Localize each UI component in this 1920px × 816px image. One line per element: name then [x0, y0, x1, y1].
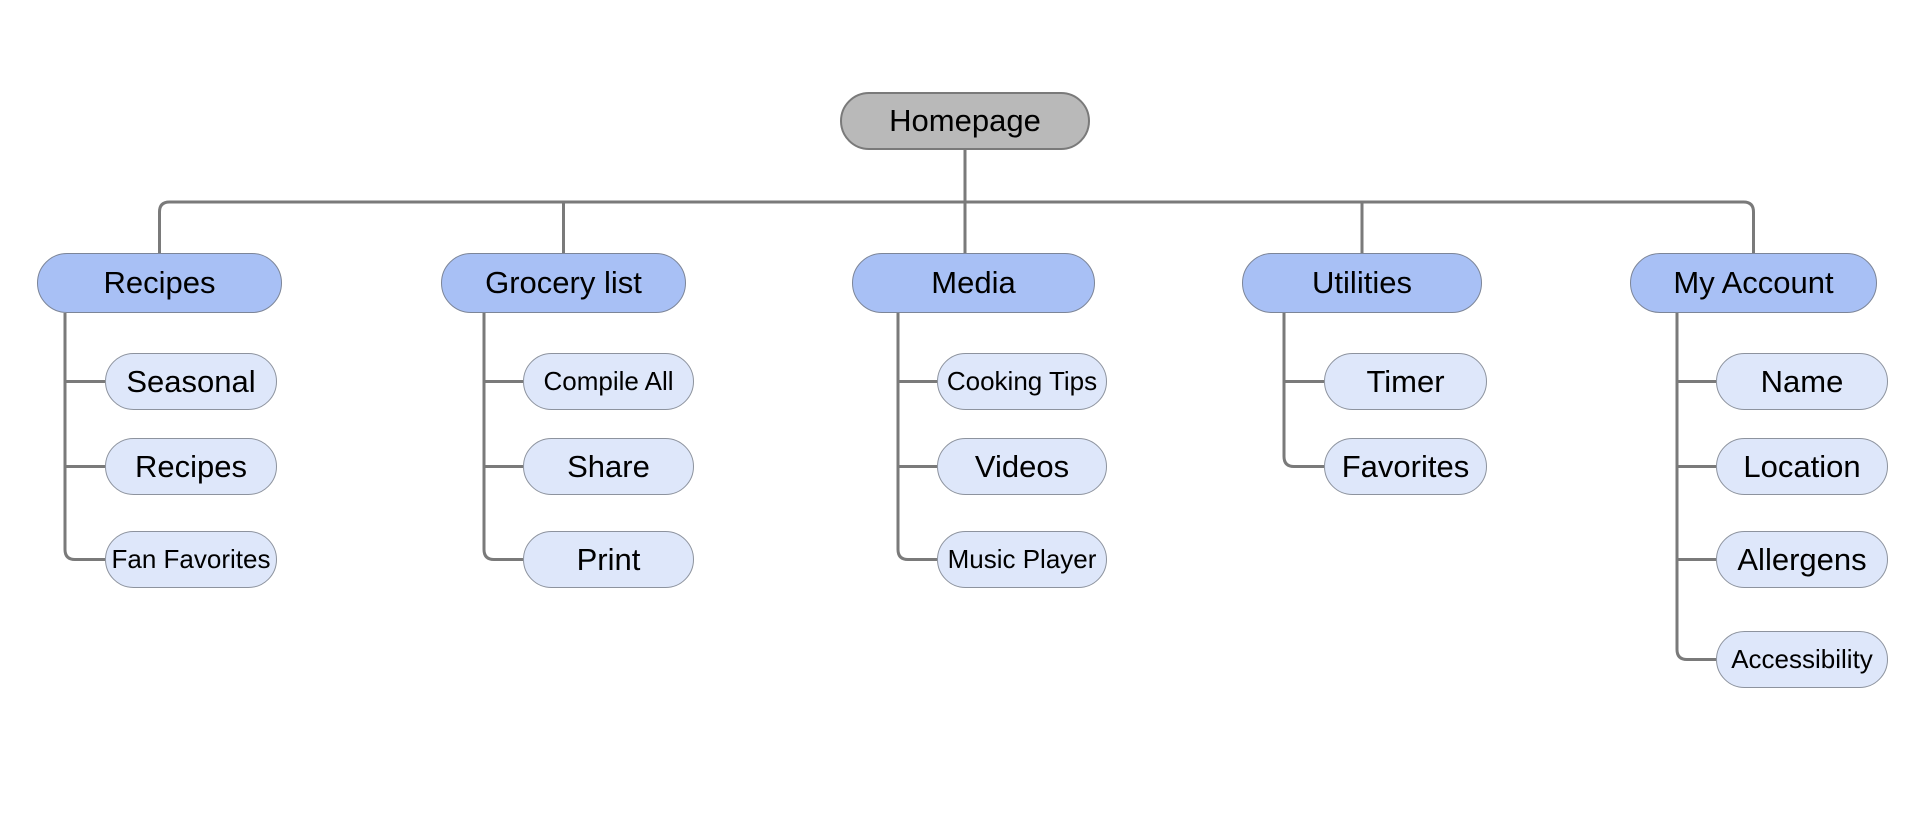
node-label: Allergens [1737, 541, 1867, 577]
node-name[interactable]: Name [1716, 353, 1888, 410]
connector-utilities-stem [1282, 313, 1324, 468]
node-share[interactable]: Share [523, 438, 694, 495]
node-label: Print [576, 541, 641, 577]
node-label: Homepage [889, 103, 1041, 138]
node-print[interactable]: Print [523, 531, 694, 588]
node-label: My Account [1673, 265, 1834, 300]
connector-recipes-stem [63, 313, 105, 561]
node-accessibility[interactable]: Accessibility [1716, 631, 1888, 688]
node-videos[interactable]: Videos [937, 438, 1107, 495]
node-label: Cooking Tips [946, 366, 1098, 396]
node-timer[interactable]: Timer [1324, 353, 1487, 410]
node-label: Media [931, 265, 1016, 300]
node-my-account[interactable]: My Account [1630, 253, 1877, 313]
node-label: Utilities [1312, 265, 1412, 300]
node-recipes[interactable]: Recipes [37, 253, 282, 313]
node-grocery-list[interactable]: Grocery list [441, 253, 686, 313]
connector-account-stem [1675, 313, 1716, 661]
node-compile-all[interactable]: Compile All [523, 353, 694, 410]
node-label: Compile All [543, 366, 674, 396]
node-label: Name [1760, 363, 1844, 399]
node-label: Recipes [135, 448, 247, 484]
node-label: Location [1743, 448, 1861, 484]
node-music-player[interactable]: Music Player [937, 531, 1107, 588]
node-label: Accessibility [1731, 644, 1873, 674]
node-label: Grocery list [485, 265, 642, 300]
node-label: Videos [974, 448, 1070, 484]
node-label: Recipes [103, 265, 216, 300]
node-utilities[interactable]: Utilities [1242, 253, 1482, 313]
node-cooking-tips[interactable]: Cooking Tips [937, 353, 1107, 410]
node-recipes-child[interactable]: Recipes [105, 438, 277, 495]
node-favorites[interactable]: Favorites [1324, 438, 1487, 495]
node-fan-favorites[interactable]: Fan Favorites [105, 531, 277, 588]
node-homepage[interactable]: Homepage [840, 92, 1090, 150]
node-label: Music Player [947, 544, 1097, 574]
node-label: Timer [1366, 363, 1445, 399]
node-seasonal[interactable]: Seasonal [105, 353, 277, 410]
node-media[interactable]: Media [852, 253, 1095, 313]
node-allergens[interactable]: Allergens [1716, 531, 1888, 588]
node-label: Favorites [1341, 448, 1470, 484]
node-label: Fan Favorites [111, 544, 271, 574]
node-label: Seasonal [126, 363, 256, 399]
node-label: Share [567, 448, 650, 484]
node-location[interactable]: Location [1716, 438, 1888, 495]
connector-grocery-stem [482, 313, 523, 561]
connector-media-stem [896, 313, 937, 561]
connector-trunk [158, 200, 1755, 253]
